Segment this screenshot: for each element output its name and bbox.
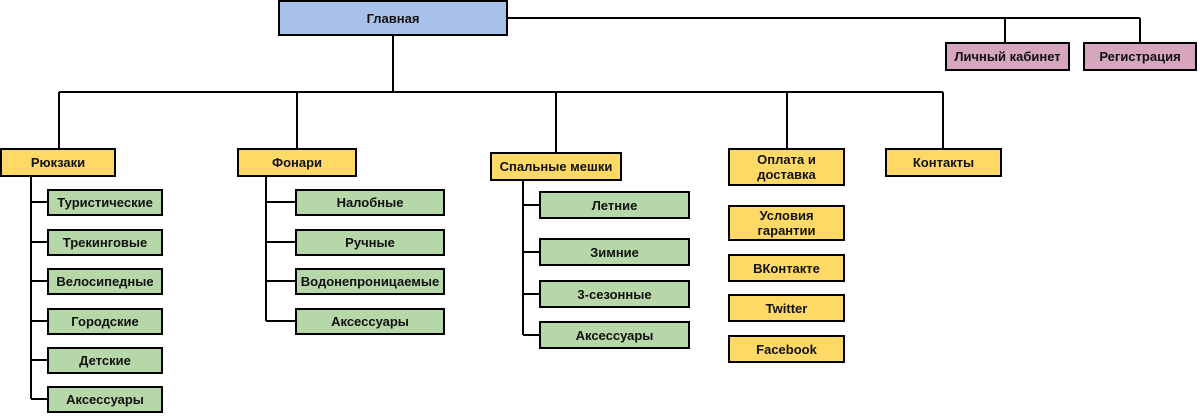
- node-vkontakte[interactable]: ВКонтакте: [728, 254, 845, 282]
- node-flashlights-waterproof[interactable]: Водонепроницаемые: [295, 268, 445, 295]
- node-registration[interactable]: Регистрация: [1083, 42, 1197, 71]
- node-personal-account[interactable]: Личный кабинет: [945, 42, 1070, 71]
- node-sleeping-bags[interactable]: Спальные мешки: [490, 152, 622, 181]
- node-flashlights[interactable]: Фонари: [237, 148, 357, 177]
- node-payment-delivery[interactable]: Оплата и доставка: [728, 148, 845, 186]
- node-flashlights-accessories[interactable]: Аксессуары: [295, 308, 445, 335]
- node-facebook[interactable]: Facebook: [728, 335, 845, 363]
- node-backpacks-trekking[interactable]: Трекинговые: [47, 229, 163, 256]
- node-sleeping-bags-3season[interactable]: 3-сезонные: [539, 280, 690, 308]
- node-backpacks-tourist[interactable]: Туристические: [47, 189, 163, 216]
- node-twitter[interactable]: Twitter: [728, 294, 845, 322]
- node-home[interactable]: Главная: [278, 0, 508, 36]
- node-backpacks[interactable]: Рюкзаки: [0, 148, 116, 177]
- node-backpacks-kids[interactable]: Детские: [47, 347, 163, 374]
- node-backpacks-accessories[interactable]: Аксессуары: [47, 386, 163, 413]
- node-sleeping-bags-summer[interactable]: Летние: [539, 191, 690, 219]
- node-sleeping-bags-winter[interactable]: Зимние: [539, 238, 690, 266]
- node-warranty[interactable]: Условия гарантии: [728, 205, 845, 241]
- node-contacts[interactable]: Контакты: [885, 148, 1002, 177]
- node-flashlights-head[interactable]: Налобные: [295, 189, 445, 216]
- node-flashlights-hand[interactable]: Ручные: [295, 229, 445, 256]
- node-sleeping-bags-accessories[interactable]: Аксессуары: [539, 321, 690, 349]
- node-backpacks-bicycle[interactable]: Велосипедные: [47, 268, 163, 295]
- node-backpacks-city[interactable]: Городские: [47, 308, 163, 335]
